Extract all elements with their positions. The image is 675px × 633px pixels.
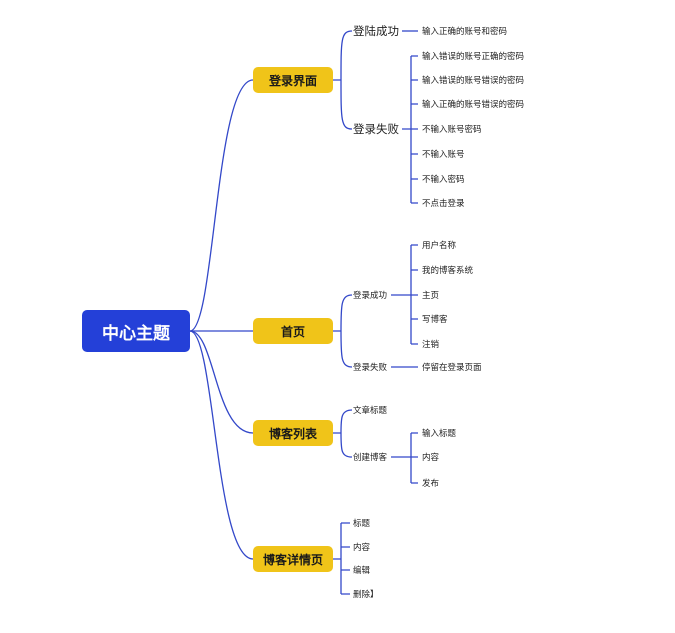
leaf-node[interactable]: 用户名称 (422, 241, 457, 251)
branch-blog-list[interactable]: 博客列表 (253, 420, 333, 446)
branch-blog-detail[interactable]: 博客详情页 (253, 546, 333, 572)
leaf-node[interactable]: 删除】 (353, 590, 379, 600)
leaf-node[interactable]: 停留在登录页面 (422, 363, 482, 373)
branch-home[interactable]: 首页 (253, 318, 333, 344)
leaf-node[interactable]: 不输入密码 (422, 175, 465, 185)
leaf-node[interactable]: 标题 (353, 519, 371, 529)
subtopic-home-fail[interactable]: 登录失败 (353, 363, 388, 373)
leaf-node[interactable]: 编辑 (353, 566, 371, 576)
branch-login[interactable]: 登录界面 (253, 67, 333, 93)
leaf-node[interactable]: 写博客 (422, 315, 448, 325)
subtopic-login-success[interactable]: 登陆成功 (353, 24, 399, 38)
leaf-node[interactable]: 不输入账号密码 (422, 125, 482, 135)
leaf-node[interactable]: 主页 (422, 291, 440, 301)
leaf-node[interactable]: 内容 (422, 453, 440, 463)
leaf-node[interactable]: 不点击登录 (422, 199, 465, 209)
leaf-node[interactable]: 输入正确的账号和密码 (422, 27, 508, 37)
leaf-node[interactable]: 输入错误的账号正确的密码 (422, 52, 525, 62)
root-topic[interactable]: 中心主题 (82, 310, 190, 352)
leaf-node[interactable]: 不输入账号 (422, 150, 465, 160)
subtopic-create-blog[interactable]: 创建博客 (353, 453, 388, 463)
leaf-node[interactable]: 发布 (422, 479, 440, 489)
leaf-node[interactable]: 输入错误的账号错误的密码 (422, 76, 525, 86)
leaf-node[interactable]: 注销 (422, 340, 440, 350)
leaf-node[interactable]: 输入标题 (422, 429, 457, 439)
leaf-node[interactable]: 输入正确的账号错误的密码 (422, 100, 525, 110)
subtopic-login-fail[interactable]: 登录失败 (353, 122, 399, 136)
leaf-node[interactable]: 我的博客系统 (422, 266, 474, 276)
subtopic-article-title[interactable]: 文章标题 (353, 406, 388, 416)
leaf-node[interactable]: 内容 (353, 543, 371, 553)
subtopic-home-success[interactable]: 登录成功 (353, 291, 388, 301)
